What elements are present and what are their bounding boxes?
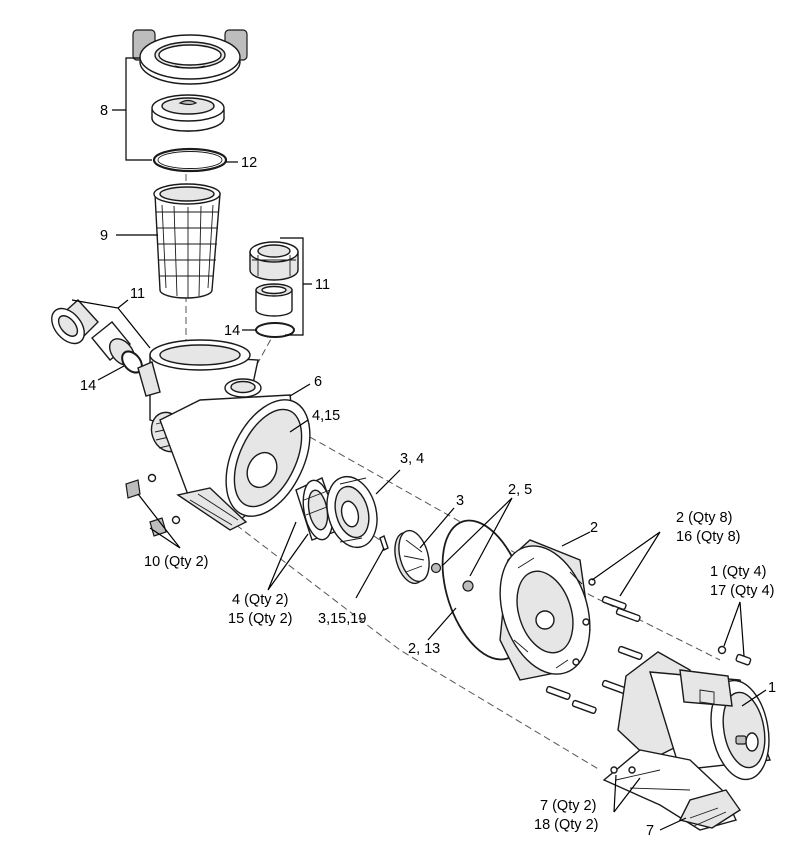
callout-2-5: 2, 5	[508, 482, 532, 498]
callout-7-qty2: 7 (Qty 2)	[540, 798, 596, 814]
callout-1-qty4: 1 (Qty 4)	[710, 564, 766, 580]
callout-14-left: 14	[80, 378, 96, 394]
diffuser	[326, 475, 378, 549]
callout-9: 9	[100, 228, 108, 244]
callout-4-qty2: 4 (Qty 2)	[232, 592, 288, 608]
callout-11-right: 11	[315, 277, 330, 293]
union-nut-left	[51, 299, 99, 345]
callout-2-qty8: 2 (Qty 8)	[676, 510, 732, 526]
callout-3-15-19: 3,15,19	[318, 611, 366, 627]
callout-3-4: 3, 4	[400, 451, 424, 467]
callout-16-qty8: 16 (Qty 8)	[676, 529, 740, 545]
pump-lid	[151, 94, 225, 132]
callout-8: 8	[100, 103, 108, 119]
callout-11-left: 11	[130, 286, 145, 302]
callout-4-15: 4,15	[312, 408, 340, 424]
leader-lines	[71, 57, 767, 831]
motor-bolts	[717, 645, 752, 666]
callout-17-qty4: 17 (Qty 4)	[710, 583, 774, 599]
callout-10-qty2: 10 (Qty 2)	[144, 554, 208, 570]
motor	[617, 651, 771, 781]
callout-7: 7	[646, 823, 654, 839]
impeller-screw	[379, 535, 389, 551]
callout-2: 2	[590, 520, 598, 536]
callout-12: 12	[241, 155, 257, 171]
lid-o-ring	[152, 147, 228, 173]
impeller	[394, 529, 442, 585]
callout-15-qty2: 15 (Qty 2)	[228, 611, 292, 627]
union-nut-right	[249, 241, 299, 281]
callout-18-qty2: 18 (Qty 2)	[534, 817, 598, 833]
callout-14-right: 14	[224, 323, 240, 339]
motor-base	[602, 749, 741, 831]
seal-plate	[499, 539, 591, 681]
callout-2-13: 2, 13	[408, 641, 440, 657]
callout-3: 3	[456, 493, 464, 509]
callout-6: 6	[314, 374, 322, 390]
lid-locking-ring	[132, 29, 248, 85]
callout-1: 1	[768, 680, 776, 696]
pump-housing	[125, 339, 311, 537]
strainer-basket	[153, 183, 221, 299]
housing-bolts	[545, 578, 643, 714]
union-tailpiece-right	[255, 283, 293, 317]
callout-labels: 8 12 9 11 11 14 14 6 4,15 3, 4 3 2, 5 2 …	[80, 103, 776, 839]
